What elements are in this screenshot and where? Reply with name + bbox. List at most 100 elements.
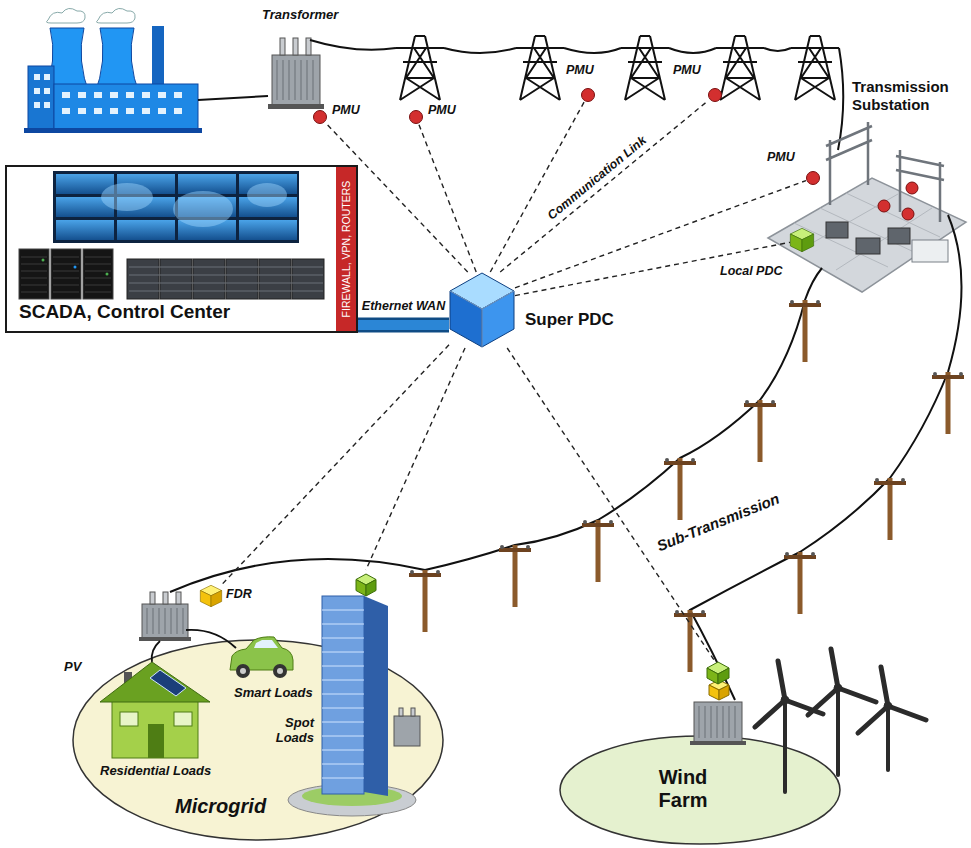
house bbox=[112, 698, 198, 758]
pdc-cube-art bbox=[450, 291, 482, 347]
communication-link bbox=[507, 348, 714, 660]
pdc-cube-art bbox=[449, 272, 515, 348]
component-label: PV bbox=[64, 660, 81, 675]
substation-transformer bbox=[709, 685, 719, 700]
grid-illustration bbox=[582, 520, 614, 582]
distribution-transformer bbox=[139, 637, 191, 641]
pmu-dot: PMU bbox=[313, 110, 327, 124]
power-plant bbox=[54, 84, 198, 130]
communication-link bbox=[515, 242, 790, 295]
distribution-transformer bbox=[394, 716, 420, 746]
pmu-label: PMU bbox=[566, 63, 594, 77]
fdr-cube-art bbox=[211, 591, 222, 607]
pmu-label: PMU bbox=[673, 63, 701, 77]
wind-farm-region: Wind Farm bbox=[555, 660, 910, 846]
server-rack bbox=[226, 259, 258, 299]
video-wall bbox=[117, 220, 175, 240]
grid-illustration bbox=[396, 36, 444, 100]
video-wall bbox=[239, 220, 297, 240]
pdc-cube: Super PDC bbox=[449, 272, 515, 348]
communication-link bbox=[515, 242, 790, 295]
substation-transformer bbox=[694, 702, 742, 742]
grid-illustration bbox=[932, 372, 964, 434]
communication-link bbox=[366, 348, 465, 570]
video-wall bbox=[53, 171, 299, 243]
substation bbox=[826, 222, 848, 238]
fdr-cube-art bbox=[200, 585, 222, 607]
wind-turbine bbox=[808, 688, 838, 715]
sub-transmission-line bbox=[690, 215, 962, 700]
node-title: SCADA, Control Center bbox=[19, 301, 230, 323]
house bbox=[148, 724, 164, 758]
substation bbox=[826, 122, 944, 222]
grid-illustration bbox=[664, 458, 696, 520]
transformer bbox=[272, 55, 320, 105]
pdc-cube: Local PDC bbox=[790, 228, 814, 252]
distribution-transformer bbox=[163, 592, 168, 604]
transformer bbox=[293, 38, 298, 55]
communication-link bbox=[515, 181, 806, 288]
wind-turbine bbox=[836, 688, 840, 775]
substation-transformer bbox=[690, 741, 746, 745]
region-title: Microgrid bbox=[175, 795, 266, 818]
fdr-cube: FDR bbox=[200, 585, 222, 607]
office-building bbox=[322, 610, 364, 778]
wind-turbine bbox=[783, 700, 787, 792]
link-label: Communication Link bbox=[543, 131, 652, 225]
component-label: Smart Loads bbox=[234, 686, 313, 701]
substation bbox=[856, 238, 880, 254]
electric-car bbox=[277, 668, 283, 674]
link-label: Ethernet WAN bbox=[359, 299, 448, 313]
ethernet-wan-link bbox=[358, 318, 449, 333]
node-label: Local PDC bbox=[720, 264, 783, 278]
node-label: FDR bbox=[226, 587, 252, 601]
node-title: Transmission Substation bbox=[852, 78, 968, 114]
communication-link bbox=[366, 348, 465, 570]
communication-link bbox=[419, 124, 476, 272]
ethernet-wan-link bbox=[358, 320, 449, 330]
distribution-transformer bbox=[176, 592, 181, 604]
distribution-transformer bbox=[142, 604, 188, 638]
pdc-cube-art bbox=[790, 234, 802, 252]
electric-car bbox=[273, 664, 287, 678]
firewall-band: FIREWALL, VPN, ROUTERS bbox=[336, 167, 356, 331]
communication-link bbox=[500, 101, 708, 272]
pmu-dot: PMU bbox=[409, 110, 423, 124]
power-plant bbox=[97, 8, 136, 23]
wind-turbine bbox=[858, 706, 888, 733]
wind-turbine bbox=[884, 702, 892, 710]
ethernet-wan-link bbox=[358, 325, 449, 326]
communication-link bbox=[515, 181, 806, 288]
electric-car bbox=[240, 668, 246, 674]
substation-transformer bbox=[699, 706, 735, 738]
office-building bbox=[356, 580, 366, 597]
video-wall bbox=[101, 183, 153, 211]
electric-car bbox=[230, 637, 293, 678]
house bbox=[100, 662, 210, 758]
video-wall bbox=[56, 220, 114, 240]
wind-turbine bbox=[831, 649, 838, 688]
office-building bbox=[366, 580, 376, 597]
transformer bbox=[268, 104, 324, 109]
grid-illustration bbox=[516, 36, 564, 100]
transmission-line bbox=[310, 40, 843, 150]
pdc-cube-art bbox=[450, 291, 514, 347]
distribution-transformer bbox=[411, 708, 415, 716]
wind-turbine bbox=[755, 649, 926, 792]
power-plant bbox=[47, 8, 86, 23]
server-rack bbox=[193, 259, 225, 299]
wind-turbine bbox=[881, 667, 888, 706]
office-building bbox=[364, 596, 388, 796]
wind-turbine bbox=[888, 706, 926, 720]
power-line bbox=[198, 96, 268, 100]
substation-transformer bbox=[719, 685, 729, 700]
wind-farm-art bbox=[555, 660, 910, 846]
distribution-transformer bbox=[147, 608, 183, 634]
communication-link bbox=[419, 124, 476, 272]
server-rack bbox=[127, 259, 159, 299]
wind-farm-art bbox=[560, 649, 926, 844]
video-wall bbox=[53, 171, 299, 243]
electric-car bbox=[254, 640, 278, 648]
pdc-cube-art bbox=[790, 228, 814, 252]
server-rack bbox=[129, 267, 323, 291]
